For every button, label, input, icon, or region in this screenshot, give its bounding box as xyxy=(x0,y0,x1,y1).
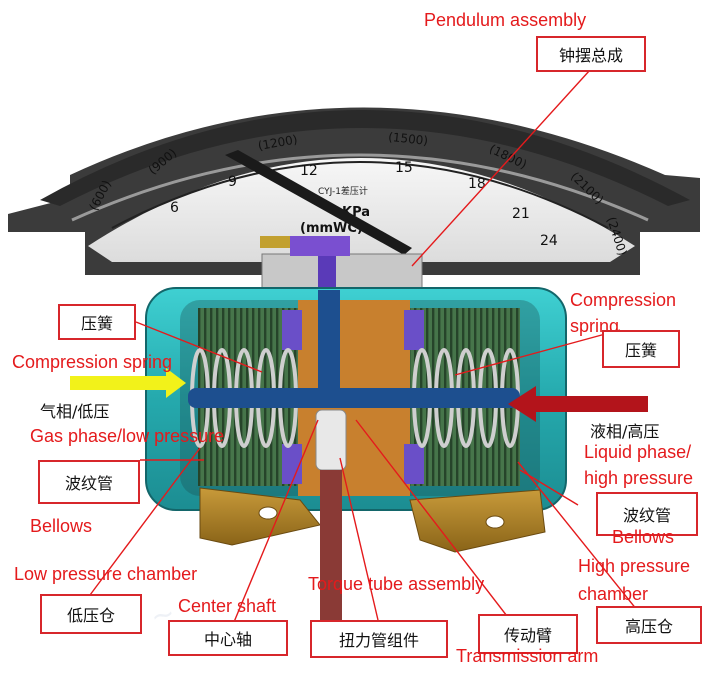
label-trans-en: Transmission arm xyxy=(456,646,599,666)
label-low-chamber-cn: 低压仓 xyxy=(40,594,142,634)
label-bellows-left-en: Bellows xyxy=(30,516,93,536)
center-shaft xyxy=(188,388,520,408)
vertical-shaft xyxy=(318,290,340,400)
kpa-tick: 24 xyxy=(540,233,558,249)
low-pressure-inlet-arrow xyxy=(70,368,186,398)
label-trans-cn: 传动臂 xyxy=(478,614,578,654)
label-gas-cn: 气相/低压 xyxy=(40,402,110,421)
dial-glass-edge xyxy=(71,153,649,222)
mounting-base xyxy=(199,487,546,553)
dial-kpa-labels: 6 9 12 15 18 21 24 xyxy=(170,160,558,249)
kpa-tick: 6 xyxy=(170,200,179,216)
label-liquid-cn: 液相/高压 xyxy=(590,422,660,441)
label-gas-en: Gas phase/low pressure xyxy=(30,426,225,446)
mmwc-tick: (1500) xyxy=(388,130,429,148)
kpa-tick: 12 xyxy=(300,163,318,179)
label-pendulum-cn: 钟摆总成 xyxy=(536,36,646,72)
label-bellows-left-cn: 波纹管 xyxy=(38,460,140,504)
dial-scale-arc xyxy=(111,161,609,229)
pendulum-mechanism xyxy=(225,150,423,296)
torque-tube xyxy=(315,409,347,652)
label-low-chamber-en: Low pressure chamber xyxy=(14,564,198,584)
label-center-shaft-en: Center shaft xyxy=(178,596,277,616)
label-high-chamber-en-1: High pressure xyxy=(578,556,691,576)
gauge-bezel xyxy=(40,110,690,206)
label-spring-left-cn: 压簧 xyxy=(58,304,136,340)
label-spring-right-cn: 压簧 xyxy=(602,330,680,368)
label-bellows-right-en: Bellows xyxy=(612,527,675,547)
label-torque-cn: 扭力管组件 xyxy=(310,620,448,658)
label-spring-left-en: Compression spring xyxy=(12,352,173,372)
dial-unit-mmwc: (mmWC) xyxy=(300,221,363,236)
label-center-shaft-cn: 中心轴 xyxy=(168,620,288,656)
label-spring-right-en-1: Compression xyxy=(570,290,677,310)
dial-face xyxy=(88,158,635,262)
gauge-head xyxy=(8,107,700,275)
label-torque-en: Torque tube assembly xyxy=(308,574,485,594)
label-high-chamber-cn: 高压仓 xyxy=(596,606,702,644)
label-high-chamber-en-2: chamber xyxy=(578,584,649,604)
high-pressure-inlet-arrow xyxy=(508,386,648,422)
label-liquid-en-1: Liquid phase/ xyxy=(584,442,692,462)
kpa-tick: 9 xyxy=(228,174,237,190)
dial-brand: CYJ-1差压计 xyxy=(318,185,368,197)
dial-pointer xyxy=(225,150,412,255)
label-liquid-en-2: high pressure xyxy=(584,468,694,488)
kpa-tick: 18 xyxy=(468,176,486,192)
leader-lines xyxy=(89,69,646,623)
kpa-tick: 21 xyxy=(512,206,530,222)
mmwc-tick: (1200) xyxy=(257,132,299,153)
label-pendulum-en: Pendulum assembly xyxy=(424,10,587,30)
kpa-tick: 15 xyxy=(395,160,413,176)
label-bellows-right-cn: 波纹管 xyxy=(596,492,698,536)
